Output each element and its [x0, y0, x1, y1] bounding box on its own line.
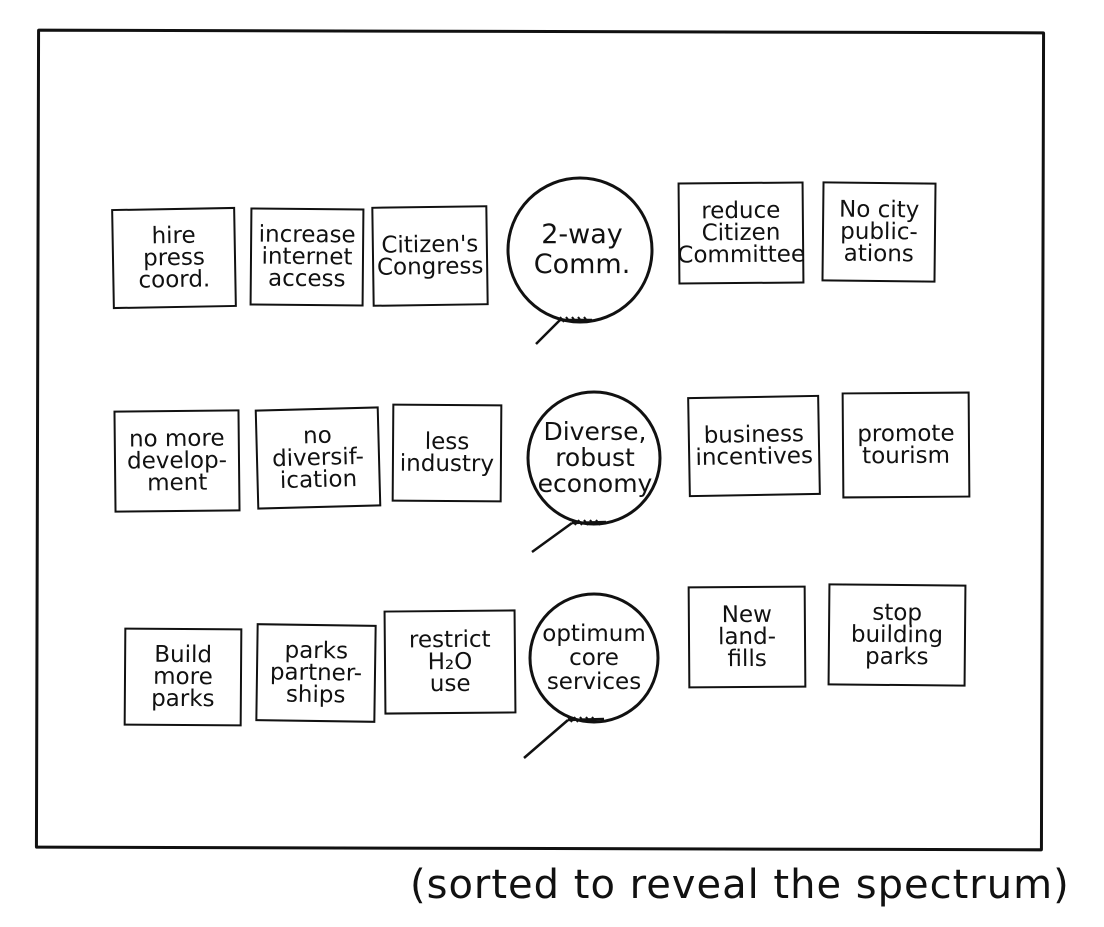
caption: (sorted to reveal the spectrum) [410, 862, 1070, 908]
theme-label: optimum core services [542, 621, 646, 695]
theme-row-economy: no more develop- ment no diversif- icati… [0, 380, 1104, 580]
theme-row-communication: hire press coord. increase internet acce… [0, 170, 1104, 370]
option-card: business incentives [687, 394, 821, 498]
theme-bubble [523, 592, 660, 759]
option-card: Citizen's Congress [371, 205, 489, 307]
option-card: parks partner- ships [255, 623, 377, 723]
option-card: promote tourism [841, 391, 971, 499]
option-card: hire press coord. [111, 206, 237, 310]
option-card: No city public- ations [821, 181, 937, 283]
option-card: increase internet access [249, 207, 365, 307]
theme-bubble [506, 176, 654, 345]
option-card: no more develop- ment [113, 409, 241, 513]
option-card: less industry [391, 403, 503, 503]
option-card: Build more parks [123, 627, 243, 727]
theme-bubble [526, 390, 662, 554]
option-card: reduce Citizen Committee [677, 181, 805, 285]
theme-label: 2-way Comm. [533, 219, 631, 280]
option-card: no diversif- ication [254, 406, 382, 510]
option-card: New land- fills [687, 585, 807, 689]
option-card: restrict H₂O use [383, 609, 517, 715]
theme-row-services: Build more parks parks partner- ships re… [0, 580, 1104, 780]
theme-label: Diverse, robust economy [537, 417, 653, 498]
option-card: stop building parks [827, 583, 967, 687]
